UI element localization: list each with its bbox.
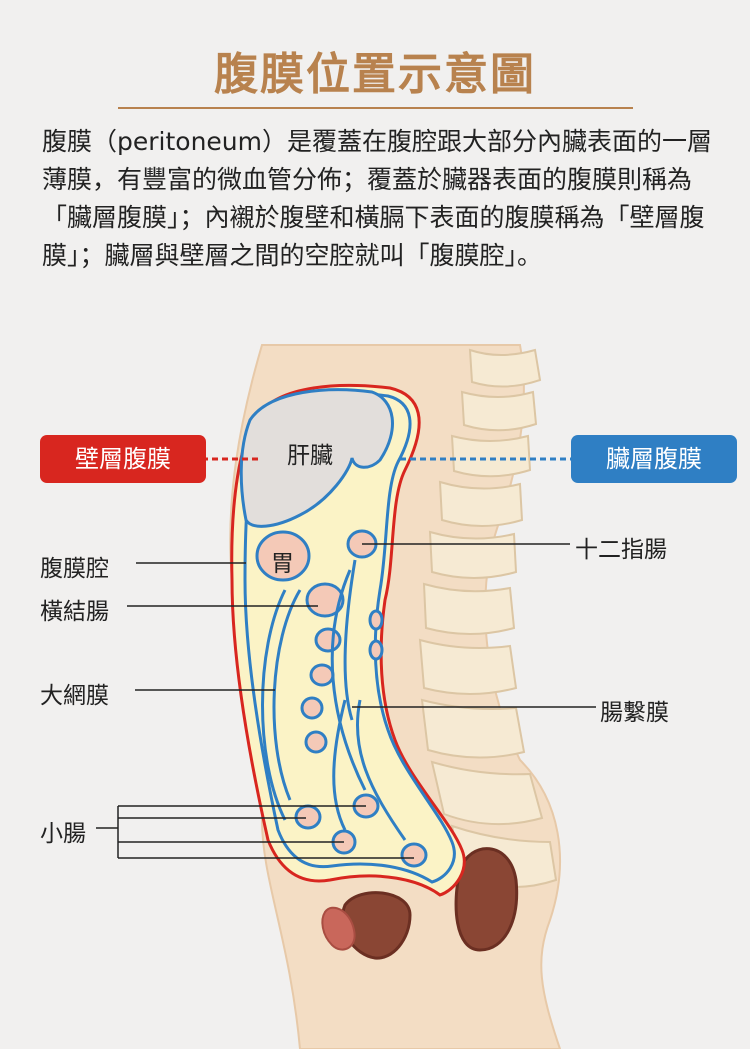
duodenum-label: 十二指腸	[575, 537, 667, 563]
small-intestine-label: 小腸	[40, 821, 86, 847]
page-title: 腹膜位置示意圖	[214, 49, 536, 100]
stomach-label: 胃	[271, 551, 294, 577]
peritoneum-diagram	[96, 344, 596, 1049]
mesentery-label: 腸繫膜	[600, 700, 669, 726]
stomach	[255, 530, 311, 582]
leader-lines	[96, 543, 596, 859]
mesentery-loops	[261, 559, 407, 841]
title-divider	[118, 107, 633, 109]
rectum	[454, 847, 519, 952]
parietal-peritoneum-tag: 壁層腹膜	[40, 435, 206, 483]
transverse-colon-label: 橫結腸	[40, 599, 109, 625]
peritoneal-cavity-label: 腹膜腔	[40, 556, 109, 582]
transverse-colon	[305, 582, 345, 618]
visceral-peritoneum	[243, 391, 456, 884]
intro-paragraph: 腹膜（peritoneum）是覆蓋在腹腔跟大部分內臟表面的一層薄膜，有豐富的微血…	[42, 127, 712, 270]
intestine-loops	[294, 609, 428, 868]
greater-omentum-label: 大網膜	[40, 683, 109, 709]
liver-label: 肝臟	[287, 443, 333, 469]
pelvic-organ-left	[321, 906, 356, 951]
visceral-peritoneum-tag: 臟層腹膜	[571, 435, 737, 483]
liver	[239, 388, 394, 528]
